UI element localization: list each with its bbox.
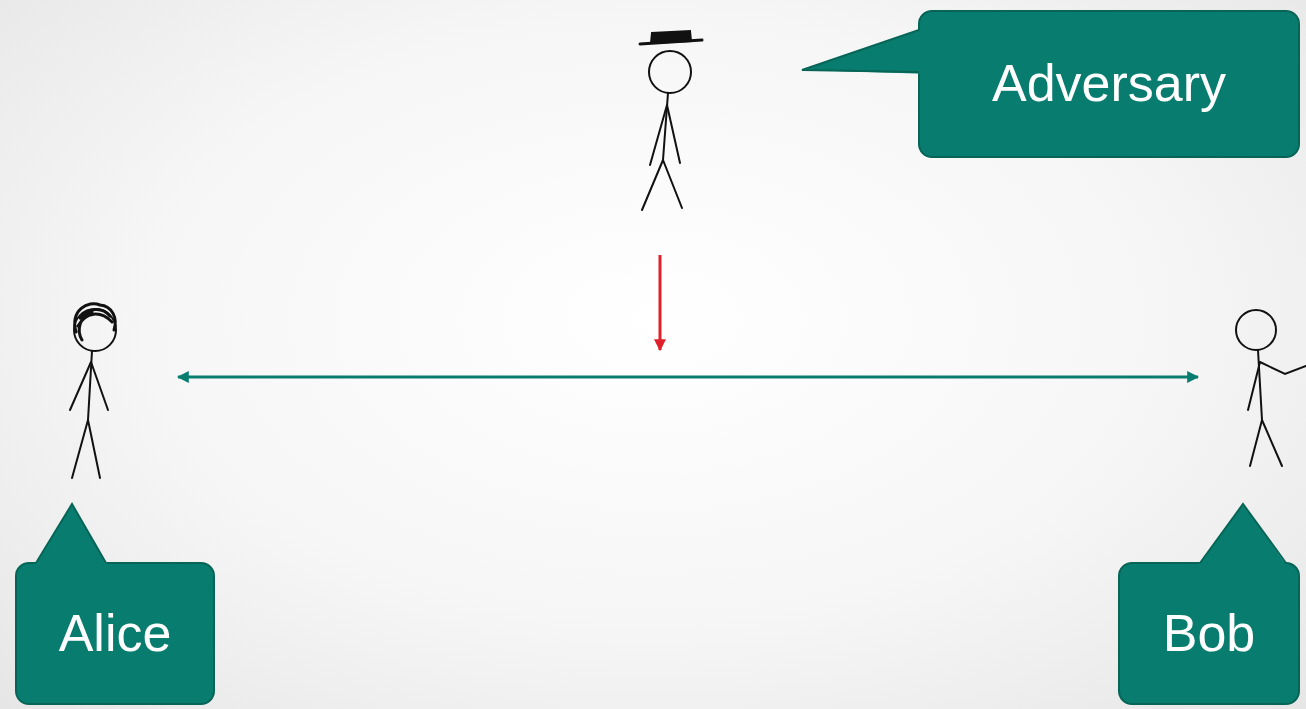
figure-hair	[75, 304, 115, 340]
figure-head	[649, 51, 691, 93]
callout-label: Adversary	[992, 55, 1226, 112]
figure-legs	[1250, 420, 1282, 466]
hat-crown	[651, 31, 691, 43]
callout-label: Bob	[1163, 605, 1256, 662]
callout-pointer-edge	[1200, 504, 1286, 563]
figure-head	[1236, 310, 1276, 350]
callout-pointer	[802, 26, 932, 74]
callout-box: Alice	[15, 562, 215, 705]
figure-body	[88, 351, 92, 420]
adversary-figure	[640, 31, 702, 210]
alice-figure	[70, 304, 116, 478]
hat-brim	[640, 40, 702, 44]
callout-pointer-edge	[802, 30, 919, 72]
callout-pointer	[1190, 504, 1294, 576]
channel-arrow	[178, 376, 1198, 379]
figure-arms	[70, 362, 108, 410]
callout-pointer-edge	[36, 504, 106, 563]
figure-body	[1258, 350, 1262, 420]
bob-figure	[1236, 310, 1306, 466]
figure-legs	[72, 420, 100, 478]
figure-head	[74, 309, 116, 351]
callout-pointer	[28, 504, 114, 576]
figure-body	[663, 93, 668, 160]
callout-box: Adversary	[918, 10, 1300, 158]
figure-arms	[650, 105, 680, 165]
callout-label: Alice	[59, 605, 172, 662]
callout-pointers	[28, 26, 1294, 576]
intercept-arrow	[659, 255, 662, 350]
figure-arms	[1248, 362, 1306, 410]
callout-box: Bob	[1118, 562, 1300, 705]
figure-legs	[642, 160, 682, 210]
